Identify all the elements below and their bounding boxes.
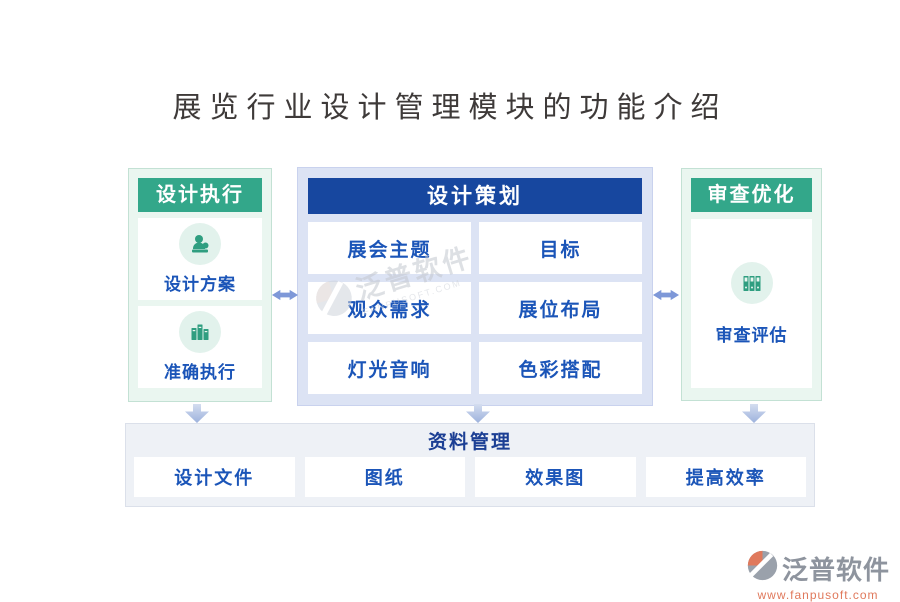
panel-header-design-execution: 设计执行 bbox=[138, 178, 262, 212]
books-icon bbox=[179, 311, 221, 353]
feature-card-exhibition-theme: 展会主题 bbox=[308, 222, 471, 274]
fanpu-logo-icon bbox=[746, 549, 779, 587]
down-arrow-icon bbox=[184, 404, 210, 423]
feature-card-review-assessment: 审查评估 bbox=[691, 219, 812, 388]
panel-design-execution: 设计执行 设计方案 bbox=[128, 168, 272, 402]
binders-icon bbox=[730, 261, 773, 304]
feature-card-renderings: 效果图 bbox=[475, 457, 636, 497]
panel-header-data-management: 资料管理 bbox=[427, 432, 512, 453]
feature-label: 设计方案 bbox=[164, 275, 236, 294]
feature-card-design-plan: 设计方案 bbox=[138, 218, 262, 300]
person-stamp-icon bbox=[179, 223, 221, 265]
footer-url: www.fanpusoft.com bbox=[757, 588, 879, 602]
down-arrow-icon bbox=[741, 404, 767, 423]
feature-card-booth-layout: 展位布局 bbox=[479, 282, 642, 334]
feature-card-lighting-sound: 灯光音响 bbox=[308, 342, 471, 394]
feature-card-goal: 目标 bbox=[479, 222, 642, 274]
feature-card-accurate-execution: 准确执行 bbox=[138, 306, 262, 388]
down-arrow-icon bbox=[465, 404, 491, 423]
left-middle-double-arrow-icon bbox=[271, 285, 299, 305]
footer-brand-text: 泛普软件 bbox=[782, 555, 891, 585]
page-title: 展览行业设计管理模块的功能介绍 bbox=[172, 92, 728, 124]
feature-card-improve-efficiency: 提高效率 bbox=[645, 457, 806, 497]
planning-grid: 展会主题 目标 观众需求 展位布局 灯光音响 色彩搭配 bbox=[308, 222, 642, 394]
panel-header-design-planning: 设计策划 bbox=[308, 178, 642, 214]
footer-brand-block: 泛普软件 www.fanpusoft.com bbox=[746, 549, 890, 602]
panel-review-optimization: 审查优化 审查评估 bbox=[681, 168, 822, 401]
panel-header-review-optimization: 审查优化 bbox=[691, 178, 812, 212]
feature-card-drawings: 图纸 bbox=[304, 457, 465, 497]
middle-right-double-arrow-icon bbox=[652, 285, 680, 305]
feature-label: 准确执行 bbox=[164, 363, 236, 382]
feature-card-design-files: 设计文件 bbox=[134, 457, 295, 497]
data-management-row: 设计文件 图纸 效果图 提高效率 bbox=[134, 457, 806, 497]
panel-data-management: 资料管理 设计文件 图纸 效果图 提高效率 bbox=[125, 423, 815, 507]
panel-design-planning: 设计策划 展会主题 目标 观众需求 展位布局 灯光音响 色彩搭配 bbox=[297, 167, 653, 406]
feature-card-audience-needs: 观众需求 bbox=[308, 282, 471, 334]
feature-label: 审查评估 bbox=[715, 325, 788, 345]
feature-card-color-scheme: 色彩搭配 bbox=[479, 342, 642, 394]
